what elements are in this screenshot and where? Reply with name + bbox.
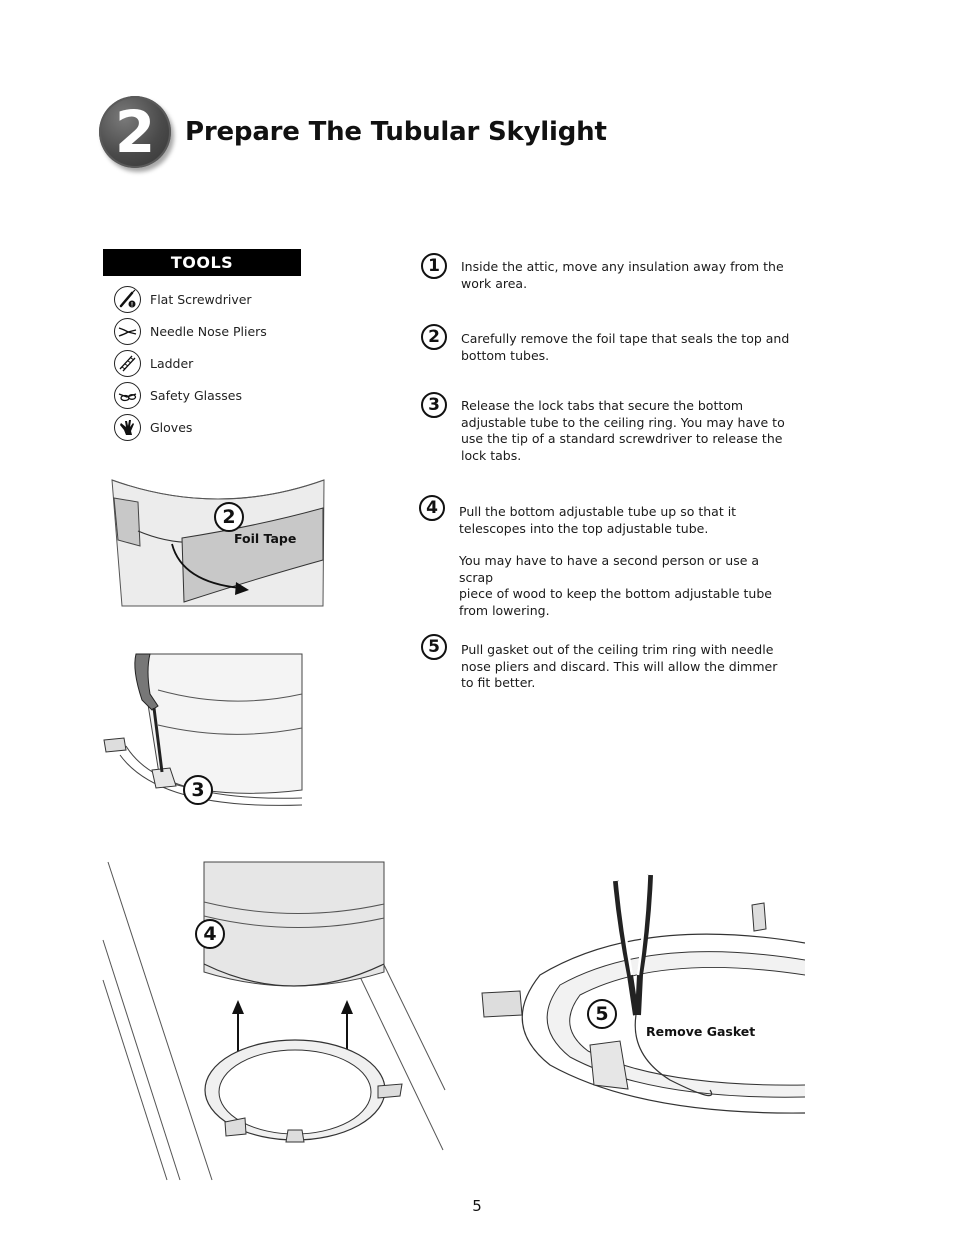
foil-tape-drawing	[111, 479, 325, 607]
text-line: telescopes into the top adjustable tube.	[459, 520, 709, 536]
text-line: from lowering.	[459, 602, 550, 618]
text-line: to fit better.	[461, 675, 536, 690]
text-line: piece of wood to keep the bottom adjusta…	[459, 586, 772, 601]
step-number-5: 5	[421, 634, 447, 660]
lift-tube-illustration: 4	[100, 860, 450, 1182]
tool-label: Flat Screwdriver	[150, 291, 252, 307]
text-line: lock tabs.	[461, 447, 522, 463]
remove-gasket-illustration: 5 Remove Gasket	[480, 865, 806, 1120]
step-1-text: Inside the attic, move any insulation aw…	[461, 259, 791, 292]
step-number-badge: 2	[99, 96, 171, 168]
screwdriver-icon: !	[114, 285, 141, 313]
callout-number-5: 5	[587, 999, 617, 1029]
text-line: bottom tubes.	[461, 347, 550, 363]
callout-number-2: 2	[214, 502, 244, 532]
step-5-text: Pull gasket out of the ceiling trim ring…	[461, 642, 791, 692]
tool-item-safety-glasses: Safety Glasses	[114, 380, 242, 410]
svg-text:!: !	[131, 302, 133, 308]
safety-glasses-icon	[114, 381, 141, 409]
step-4-text: Pull the bottom adjustable tube up so th…	[459, 504, 794, 619]
tool-label: Needle Nose Pliers	[150, 323, 267, 339]
text-line: use the tip of a standard screwdriver to…	[461, 431, 783, 446]
remove-gasket-label: Remove Gasket	[646, 1024, 756, 1039]
lock-tabs-drawing	[103, 653, 303, 806]
text-line: nose pliers and discard. This will allow…	[461, 658, 778, 674]
text-line: Carefully remove the foil tape that seal…	[461, 331, 790, 346]
text-line: Inside the attic, move any insulation aw…	[461, 259, 784, 274]
gloves-icon	[114, 413, 141, 441]
foil-tape-label: Foil Tape	[234, 531, 297, 546]
pliers-icon	[114, 317, 141, 345]
remove-gasket-drawing	[481, 874, 806, 1114]
text-line: Pull gasket out of the ceiling trim ring…	[461, 642, 774, 657]
tool-label: Ladder	[150, 355, 194, 371]
step-number-4: 4	[419, 495, 445, 521]
text-line: You may have to have a second person or …	[459, 553, 760, 585]
page-title: Prepare The Tubular Skylight	[185, 117, 607, 147]
tool-label: Gloves	[150, 419, 193, 435]
lock-tabs-illustration: 3	[100, 650, 305, 810]
text-line: Release the lock tabs that secure the bo…	[461, 398, 744, 413]
step-2-text: Carefully remove the foil tape that seal…	[461, 331, 791, 364]
step-number-2: 2	[421, 324, 447, 350]
lift-tube-drawing	[102, 861, 446, 1181]
tool-item-gloves: Gloves	[114, 412, 192, 442]
callout-number-3: 3	[183, 775, 213, 805]
foil-tape-illustration: 2 Foil Tape	[108, 478, 328, 608]
ladder-icon	[114, 349, 141, 377]
step-number-1: 1	[421, 253, 447, 279]
step-number-3: 3	[421, 392, 447, 418]
tool-item-ladder: Ladder	[114, 348, 193, 378]
tool-label: Safety Glasses	[150, 387, 243, 403]
step-3-text: Release the lock tabs that secure the bo…	[461, 398, 791, 464]
text-line: work area.	[461, 275, 528, 291]
callout-number-4: 4	[195, 919, 225, 949]
tool-item-screwdriver: ! Flat Screwdriver	[114, 284, 252, 314]
tool-item-pliers: Needle Nose Pliers	[114, 316, 267, 346]
text-line: adjustable tube to the ceiling ring. You…	[461, 414, 785, 430]
tools-heading: TOOLS	[103, 249, 301, 276]
text-line: Pull the bottom adjustable tube up so th…	[459, 504, 737, 519]
page-number: 5	[472, 1197, 482, 1215]
